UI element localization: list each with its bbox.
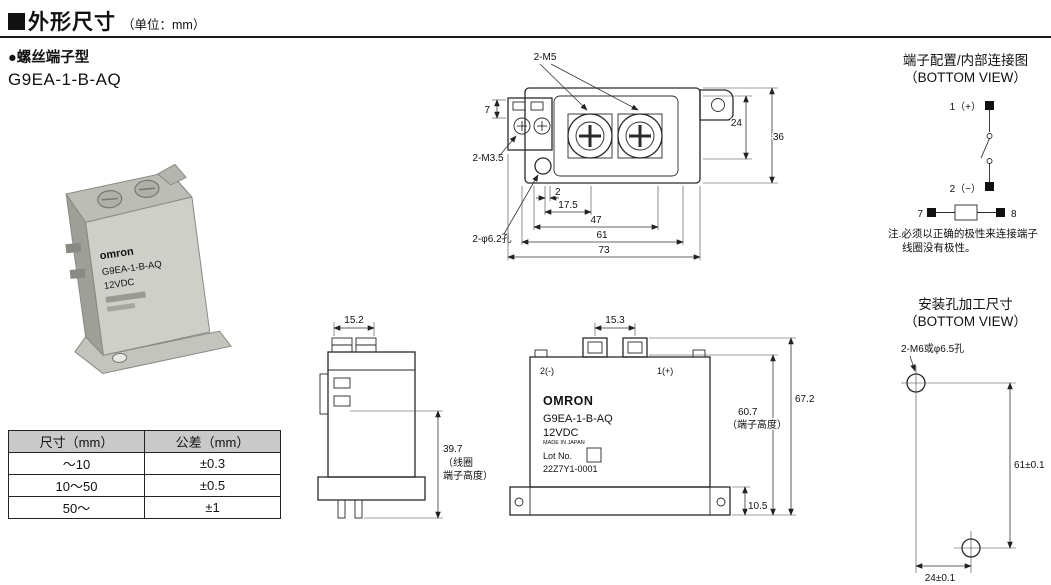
pin1-label: 1（+） [950,101,981,113]
nameplate-lot-label: Lot No. [543,451,572,461]
page-title: 外形尺寸 [28,11,116,34]
mounting-subtitle: （BOTTOM VIEW） [904,314,1027,329]
pin-label-1: 1(+) [657,366,673,376]
terminal-config-title: 端子配置/内部连接图 [902,53,1029,68]
dim-73-label: 73 [598,245,610,256]
dim-2-label: 2 [555,187,561,198]
pin-label-2: 2(-) [540,366,554,376]
unit-label: （单位：mm） [122,18,206,32]
front-view-outline [509,337,731,516]
coil-terminal-tab [65,242,82,254]
section-square-marker [8,12,25,30]
circuit-pin-labels: 1（+） 2（−） 7 8 [916,100,1019,222]
dim-39-7-label: 39.7 [443,444,463,455]
photo-lot-area [105,291,146,303]
dim-39-7-note-2: 端子高度） [443,469,493,482]
pin2-label: 2（−） [950,183,981,195]
cell-size: 10～50 [8,474,145,497]
dim-24-label: 24 [731,118,743,129]
page-header: 外形尺寸 （单位：mm） [8,6,205,36]
dim-47-label: 47 [590,215,602,226]
mounting-dimensions: 2-M6或φ6.5孔 61±0.1 24±0.1 [900,342,1047,585]
pin7-label: 7 [917,209,923,220]
circuit-symbols [927,101,1005,221]
mounting-hole-label: 2-M6或φ6.5孔 [901,343,964,355]
top-view-drawing: 2-M5 7 2-M3.5 2-φ6.2孔 24 36 [471,51,786,260]
dim-17-5-label: 17.5 [558,200,578,211]
nameplate-origin: MADE IN JAPAN [543,440,585,446]
top-view-outline [507,87,734,184]
side-view-outline [317,337,426,519]
col-header-tolerance: 公差（mm） [144,430,281,453]
col-header-size: 尺寸（mm） [8,430,145,453]
side-view-dimensions: 15.2 39.7 （线圈 端子高度） [333,314,495,519]
label-2-M5: 2-M5 [534,52,557,63]
polarity-note-line2: 线圈没有极性。 [902,242,976,254]
dim-24-tol-label: 24±0.1 [925,573,956,584]
front-view-dimensions: 15.3 10.5 60.7 （端子高度） 67.2 [594,314,816,516]
nameplate-brand: OMRON [543,394,593,408]
terminal-7-square [927,208,936,217]
terminal-type-label: ●螺丝端子型 [8,50,90,66]
header-divider [0,36,1051,38]
dim-10-5-label: 10.5 [748,501,768,512]
polarity-note: 注.必须以正确的极性来连接端子 线圈没有极性。 [888,227,1051,255]
table-row: 50～ ±1 [8,496,281,519]
product-photo: omron G9EA-1-B-AQ 12VDC [65,163,232,374]
cell-size: ～10 [8,452,145,475]
mounting-title: 安装孔加工尺寸 [918,297,1013,312]
label-2-M3-5: 2-M3.5 [472,153,504,164]
cell-tolerance: ±1 [144,496,281,519]
nameplate-lot-value: 22Z7Y1-0001 [543,464,598,474]
dim-7-label: 7 [484,105,490,116]
terminal-config-header: 端子配置/内部连接图 （BOTTOM VIEW） [880,52,1051,86]
photo-voltage-text: 12VDC [103,277,135,292]
mounting-holes-outline [901,366,1016,564]
label-hole-6-2: 2-φ6.2孔 [472,233,511,245]
table-row: 10～50 ±0.5 [8,474,281,497]
mounting-header: 安装孔加工尺寸 （BOTTOM VIEW） [880,296,1051,330]
coil-terminal-tab [69,268,86,279]
nameplate-model: G9EA-1-B-AQ [543,413,613,425]
coil-symbol [954,204,978,221]
front-view-nameplate: 2(-) 1(+) OMRON G9EA-1-B-AQ 12VDC MADE I… [540,366,673,474]
tolerance-table: 尺寸（mm） 公差（mm） ～10 ±0.3 10～50 ±0.5 50～ ±1 [8,430,281,519]
nameplate-voltage: 12VDC [543,427,579,439]
table-row: ～10 ±0.3 [8,452,281,475]
dim-36-label: 36 [773,132,785,143]
dim-60-7-note: （端子高度） [727,418,787,431]
table-header-row: 尺寸（mm） 公差（mm） [8,430,281,453]
cell-tolerance: ±0.3 [144,452,281,475]
front-view-drawing: 2(-) 1(+) OMRON G9EA-1-B-AQ 12VDC MADE I… [509,314,816,516]
top-view-dimensions: 2-M5 7 2-M3.5 2-φ6.2孔 24 36 [471,51,786,260]
photo-label-line [106,302,136,312]
dim-61-label: 61 [596,230,608,241]
relay-body-illustration: omron G9EA-1-B-AQ 12VDC [65,163,232,374]
dim-60-7-label: 60.7 [738,407,758,418]
terminal-config-subtitle: （BOTTOM VIEW） [904,70,1027,85]
model-heading: G9EA-1-B-AQ [8,70,122,89]
polarity-note-line1: 注.必须以正确的极性来连接端子 [888,228,1038,240]
terminal-circuit-diagram: 1（+） 2（−） 7 8 [916,100,1019,222]
terminal-1-square [985,101,994,110]
side-view-drawing: 15.2 39.7 （线圈 端子高度） [317,314,495,519]
cell-size: 50～ [8,496,145,519]
dim-15-3-label: 15.3 [605,315,625,326]
dim-15-2-label: 15.2 [344,315,364,326]
mounting-hole-drawing: 2-M6或φ6.5孔 61±0.1 24±0.1 [900,342,1047,585]
terminal-8-square [996,208,1005,217]
cell-tolerance: ±0.5 [144,474,281,497]
dim-39-7-note-1: （线圈 [443,456,473,469]
dim-67-2-label: 67.2 [795,394,815,405]
dim-61-tol-label: 61±0.1 [1014,460,1045,471]
pin8-label: 8 [1011,209,1017,220]
photo-brand-text: omron [99,246,135,263]
terminal-2-square [985,182,994,191]
